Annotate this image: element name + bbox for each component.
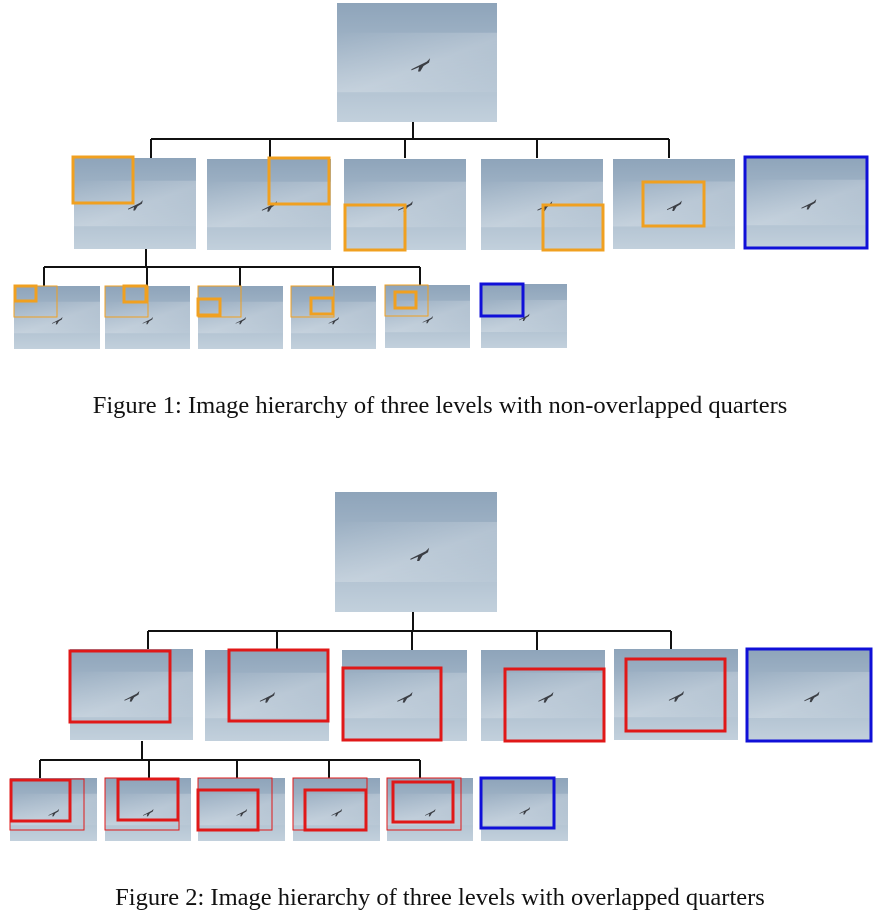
aircraft-icon [425,808,436,817]
quarter-box-1 [71,155,135,205]
level-1-whole-image [745,157,867,248]
aircraft-icon [422,316,433,324]
aircraft-icon [668,691,684,702]
level-1-image-5 [613,159,735,249]
aircraft-icon [410,547,430,561]
sub-quarter-box-4 [309,296,335,316]
sub-overlap-box-2 [116,777,180,822]
aircraft-icon [143,808,154,817]
sub-quarter-box-5 [393,290,418,310]
aircraft-icon [397,691,413,703]
level-1-image-4 [481,650,605,741]
aircraft-icon [235,317,246,325]
sub-quarter-box-2 [122,284,148,304]
sub-whole-box [479,776,556,830]
quarter-box-5 [641,180,706,228]
hierarchy-connectors [43,122,670,286]
aircraft-icon [124,691,140,702]
figure-2-hierarchy [9,492,873,841]
level-1-image-1 [70,649,193,740]
level-1-image-2 [205,650,329,741]
quarter-box-3 [343,203,407,252]
whole-image-box [743,155,869,250]
parent-quarter-outline-5 [384,284,429,317]
aircraft-icon [519,807,531,815]
aircraft-icon [52,316,63,325]
overlap-box-2 [227,648,330,723]
overlap-box-1 [68,649,172,724]
aircraft-icon [411,58,431,72]
figure-1-hierarchy [13,3,869,349]
level-2-image-5 [387,778,473,841]
figure-1-caption: Figure 1: Image hierarchy of three level… [92,392,788,419]
hierarchy-connectors [39,612,672,778]
aircraft-icon [801,199,817,210]
whole-image-box [745,647,873,743]
sub-overlap-box-5 [391,780,455,824]
sub-quarter-box-1 [13,284,38,303]
quarter-box-2 [267,156,331,206]
aircraft-icon [142,317,153,325]
level-1-image-3 [342,650,467,741]
aircraft-icon [261,201,277,212]
root-image [337,3,497,122]
sub-overlap-box-1 [9,778,72,823]
sub-whole-box [479,282,525,318]
aircraft-icon [48,808,60,817]
overlap-box-4 [503,667,606,743]
parent-overlap-outline-5 [386,777,462,831]
aircraft-icon [804,691,820,703]
sub-overlap-box-3 [196,788,260,832]
aircraft-icon [259,692,275,703]
sub-quarter-box-3 [196,297,222,317]
aircraft-icon [331,808,343,817]
aircraft-icon [667,200,682,212]
aircraft-icon [128,200,143,211]
level-1-whole-image [747,649,871,741]
figure-2-caption: Figure 2: Image hierarchy of three level… [115,884,765,911]
sub-overlap-box-4 [303,788,368,832]
quarter-box-4 [541,203,605,252]
aircraft-icon [236,808,248,817]
root-image [335,492,497,612]
level-1-image-5 [614,649,738,740]
aircraft-icon [328,317,339,325]
overlap-box-5 [624,657,727,733]
aircraft-icon [538,692,554,703]
overlap-box-3 [341,666,443,742]
